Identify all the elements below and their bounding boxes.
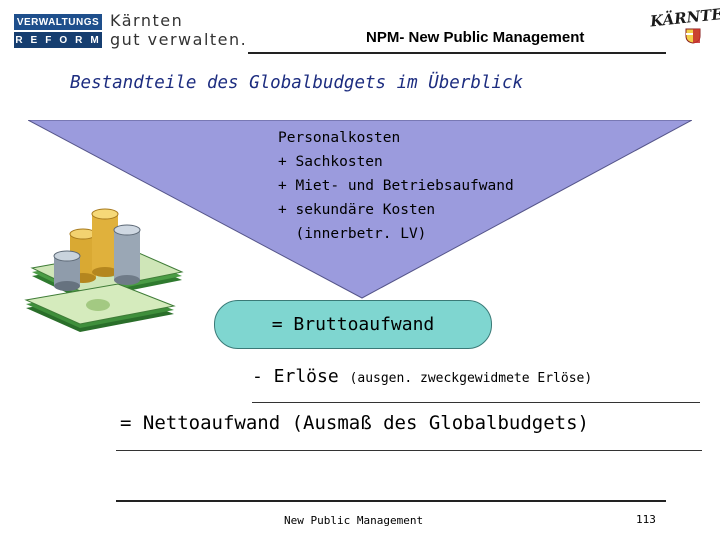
footer-text: New Public Management: [284, 514, 424, 527]
logo-line-2: gut verwalten.: [110, 30, 248, 49]
brand-text: KÄRNTEN: [649, 3, 720, 31]
slide-title: Bestandteile des Globalbudgets im Überbl…: [70, 73, 524, 93]
cost-line: + sekundäre Kosten: [278, 202, 436, 218]
logo-line-1: Kärnten: [110, 11, 184, 30]
header-rule: [248, 52, 666, 54]
cost-line: + Sachkosten: [278, 154, 383, 170]
brutto-aufwand-box: = Bruttoaufwand: [214, 300, 492, 349]
separator-line: [252, 402, 700, 403]
separator-line: [116, 450, 702, 451]
page-number: 113: [636, 513, 656, 526]
money-stack-icon: [24, 208, 184, 332]
erloese-note: (ausgen. zweckgewidmete Erlöse): [349, 371, 593, 386]
cost-components-list: Personalkosten + Sachkosten + Miet- und Be…: [278, 126, 514, 246]
kaernten-brand-logo: KÄRNTEN: [646, 2, 720, 50]
cost-line: (innerbetr. LV): [278, 226, 427, 242]
netto-aufwand: = Nettoaufwand (Ausmaß des Globalbudgets…: [120, 412, 589, 434]
footer-rule: [116, 500, 666, 502]
cost-line: Personalkosten: [278, 130, 401, 146]
erloese-line: - Erlöse (ausgen. zweckgewidmete Erlöse): [252, 366, 592, 387]
coin-stack-icon: [53, 208, 141, 291]
logo-box-top: VERWALTUNGS: [14, 14, 102, 30]
crest-icon: [685, 28, 701, 44]
erloese-main: - Erlöse: [252, 366, 350, 387]
verwaltungsreform-logo: VERWALTUNGS REFORM Kärnten gut verwalten…: [14, 12, 264, 52]
header-title: NPM- New Public Management: [366, 29, 585, 46]
logo-box-bottom: REFORM: [14, 32, 102, 48]
funnel-shape: [28, 120, 692, 299]
cost-line: + Miet- und Betriebsaufwand: [278, 178, 514, 194]
